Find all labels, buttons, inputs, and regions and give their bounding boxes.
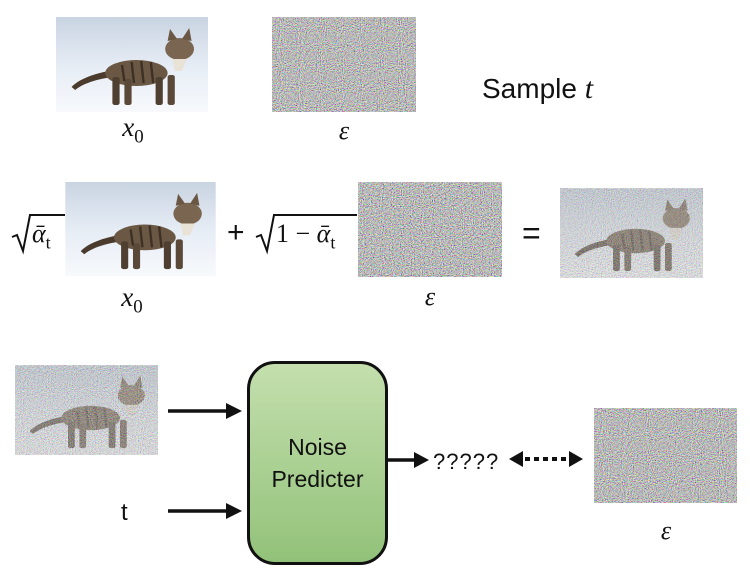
clean-cat-image (56, 17, 208, 112)
noise-image (272, 17, 416, 112)
clean-cat-image-2 (65, 182, 216, 276)
epsilon-label: ε (338, 116, 350, 145)
x0-label: x0 (122, 112, 144, 148)
equals-sign: = (522, 215, 541, 251)
noise-image-2 (358, 182, 502, 277)
sqrt-one-minus-alpha-bar-coefficient: 1 − ᾱt (254, 211, 358, 255)
noise-predictor-label-line1: Noise (288, 434, 347, 460)
sqrt-alpha-bar-coefficient: ᾱt (10, 211, 66, 255)
output-arrow (388, 452, 429, 468)
timestep-t-input-label: t (121, 499, 128, 526)
noise-predictor-box: Noise Predicter (247, 361, 388, 565)
epsilon-label-2: ε (424, 282, 436, 311)
noisy-cat-image (560, 188, 703, 278)
x0-label-2: x0 (121, 282, 143, 318)
predicted-noise-output: ????? (433, 449, 500, 474)
image-input-arrow (168, 403, 242, 419)
noisy-cat-input-image (15, 365, 158, 455)
timestep-input-arrow (168, 503, 242, 519)
noise-predictor-label-line2: Predicter (271, 466, 364, 492)
sample-t-text: Sample t (482, 72, 594, 105)
epsilon-label-3: ε (660, 516, 672, 545)
target-noise-image (594, 408, 737, 503)
plus-sign: + (227, 216, 245, 249)
compare-double-arrow (509, 451, 583, 467)
